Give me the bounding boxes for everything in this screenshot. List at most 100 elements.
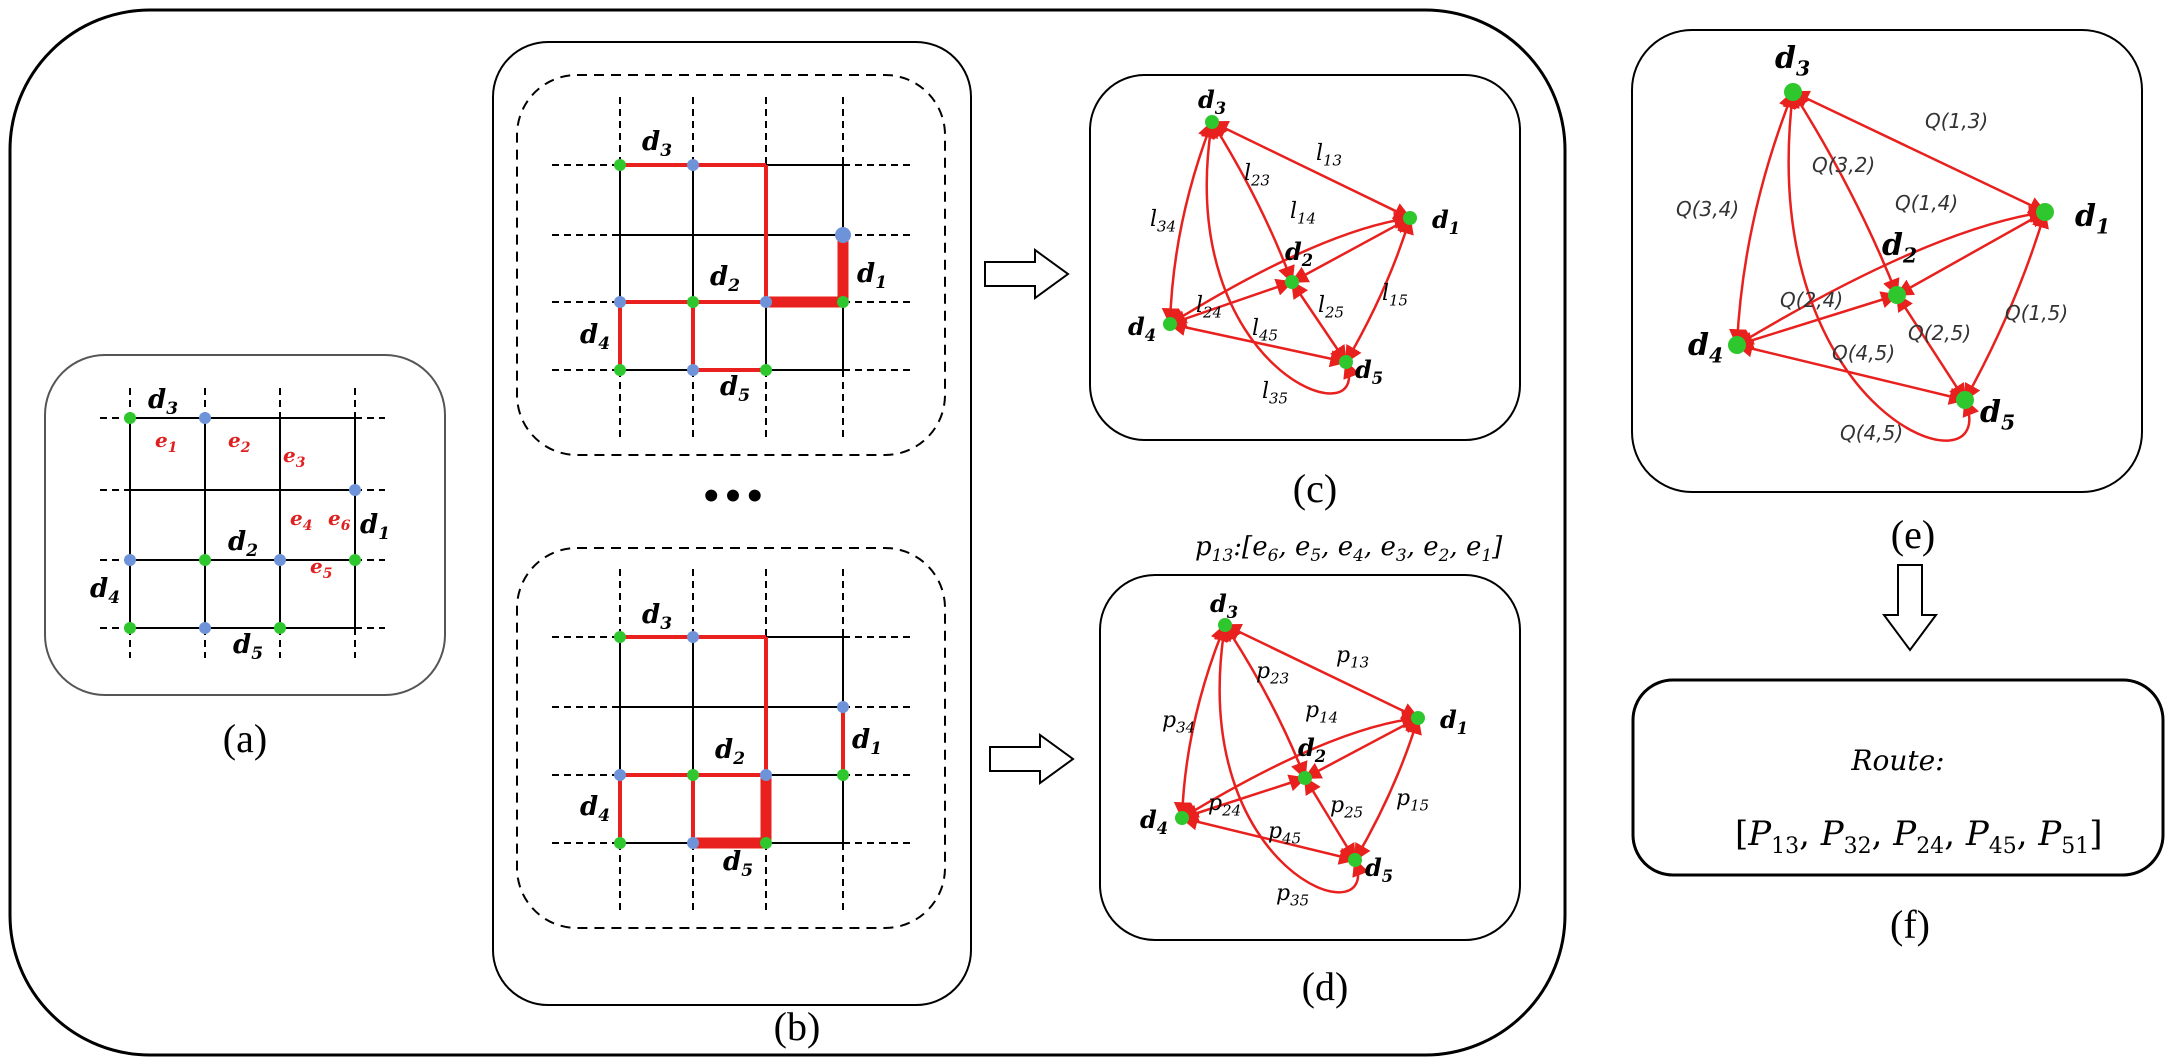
- node-label-d3: d3: [1198, 85, 1226, 118]
- node-dot-blue: [687, 837, 699, 849]
- panel-b: ••• d3 d2 d1 d4 d5 d3 d2 d1 d4 d5 (b): [492, 41, 972, 1049]
- graph-edge: [1161, 120, 1215, 326]
- node-label-d3: d3: [1210, 589, 1238, 622]
- node-dot-blue: [835, 227, 851, 243]
- edge-label-q14: Q(1,4): [1895, 191, 1958, 215]
- graph-node-d5: [1348, 853, 1362, 867]
- graph-edge: [1782, 90, 1979, 442]
- edge-label-q15: Q(1,5): [2005, 301, 2068, 325]
- node-dot-blue: [614, 769, 626, 781]
- outer-container: [8, 8, 1567, 1057]
- node-dot-green: [687, 769, 699, 781]
- edge-label-e3: e3: [283, 443, 306, 471]
- panel-b-grid-top: [552, 97, 911, 438]
- edge-label-l25: l25: [1318, 293, 1344, 322]
- edge-label-l15: l15: [1382, 281, 1408, 310]
- edge-label-p25: p25: [1330, 793, 1363, 822]
- edge-label-e5: e5: [310, 554, 332, 582]
- node-dot-green: [199, 554, 211, 566]
- node-dot-green: [687, 296, 699, 308]
- graph-edge: [1895, 210, 2047, 297]
- edge-label-l35: l35: [1262, 379, 1288, 408]
- node-label-d1: d1: [2075, 199, 2110, 239]
- node-dot-blue: [349, 484, 361, 496]
- node-label-d5: d5: [233, 630, 263, 664]
- node-dot-blue: [199, 622, 211, 634]
- hollow-arrow-to-d: [989, 733, 1075, 785]
- b2-label-d3: d3: [642, 600, 672, 634]
- panel-b-top-dashed: [516, 74, 946, 456]
- node-dot-blue: [687, 364, 699, 376]
- node-label-d5: d5: [1355, 355, 1383, 388]
- caption-b: (b): [774, 1004, 821, 1049]
- b2-label-d4: d4: [580, 792, 610, 826]
- node-dot-blue: [614, 296, 626, 308]
- graph-node-d1: [2036, 203, 2054, 221]
- graph-node-d4: [1163, 317, 1177, 331]
- node-label-d5: d5: [1365, 853, 1393, 886]
- path-p13-title: p13:[e6, e5, e4, e3, e2, e1]: [1195, 532, 1503, 566]
- panel-d: p13:[e6, e5, e4, e3, e2, e1] d3d1d2d4d5p…: [1099, 532, 1521, 1009]
- b1-label-d2: d2: [710, 262, 740, 296]
- node-dot-blue: [124, 554, 136, 566]
- graph-node-d3: [1784, 83, 1802, 101]
- ellipsis: •••: [700, 477, 765, 517]
- b2-label-d1: d1: [852, 725, 882, 759]
- node-dot-green: [124, 622, 136, 634]
- route-sequence: [P13, P32, P24, P45, P51]: [1735, 814, 2102, 859]
- node-dot-green: [124, 412, 136, 424]
- node-dot-blue: [837, 701, 849, 713]
- edge-label-l13: l13: [1316, 141, 1342, 170]
- graph-node-d4: [1728, 336, 1746, 354]
- node-label-d3: d3: [1775, 41, 1810, 81]
- panel-e-graph: d3d1d2d4d5Q(1,3)Q(3,2)Q(1,4)Q(3,4)Q(2,4)…: [1676, 41, 2110, 445]
- edge-label-e1: e1: [155, 428, 177, 456]
- edge-label-l45: l45: [1252, 316, 1278, 345]
- node-dot-blue: [274, 554, 286, 566]
- caption-f: (f): [1890, 902, 1930, 947]
- edge-label-p45: p45: [1268, 819, 1301, 848]
- b2-label-d2: d2: [715, 735, 745, 769]
- panel-b-frame: [492, 41, 972, 1006]
- graph-node-d2: [1298, 771, 1312, 785]
- edge-label-p23: p23: [1256, 659, 1289, 688]
- node-dot-green: [760, 837, 772, 849]
- node-dot-green: [614, 364, 626, 376]
- node-label-d4: d4: [1140, 805, 1168, 838]
- node-label-d2: d2: [1882, 228, 1917, 268]
- node-label-d2: d2: [228, 527, 258, 561]
- edge-label-p34: p34: [1162, 708, 1195, 737]
- panel-e-frame: [1631, 29, 2143, 493]
- graph-edge: [1344, 216, 1414, 364]
- node-dot-blue: [687, 631, 699, 643]
- edge-label-l34: l34: [1150, 207, 1176, 236]
- graph-edge: [1895, 293, 1967, 402]
- edge-label-q13: Q(1,3): [1925, 109, 1988, 133]
- edge-label-q32: Q(3,2): [1812, 153, 1875, 177]
- node-dot-green: [837, 769, 849, 781]
- panel-c-frame: [1089, 74, 1521, 441]
- edge-label-p15: p15: [1396, 786, 1429, 815]
- node-label-d2: d2: [1285, 237, 1313, 270]
- panel-a-frame: [44, 354, 446, 696]
- node-label-d5: d5: [1980, 395, 2015, 435]
- edge-label-e6: e6: [328, 506, 351, 534]
- b1-label-d1: d1: [857, 259, 887, 293]
- node-dot-blue: [199, 412, 211, 424]
- caption-e: (e): [1891, 512, 1935, 557]
- graph-edge: [1213, 623, 1369, 894]
- node-dot-green: [349, 554, 361, 566]
- hollow-arrow-to-f: [1882, 564, 1938, 652]
- node-dot-blue: [760, 769, 772, 781]
- node-dot-green: [614, 159, 626, 171]
- graph-node-d5: [1339, 355, 1353, 369]
- edge-label-p13: p13: [1336, 643, 1369, 672]
- edge-label-l14: l14: [1290, 199, 1316, 228]
- node-label-d1: d1: [360, 510, 390, 544]
- b1-label-d3: d3: [642, 127, 672, 161]
- node-dot-blue: [687, 159, 699, 171]
- node-dot-green: [614, 837, 626, 849]
- node-label-d1: d1: [1440, 705, 1468, 738]
